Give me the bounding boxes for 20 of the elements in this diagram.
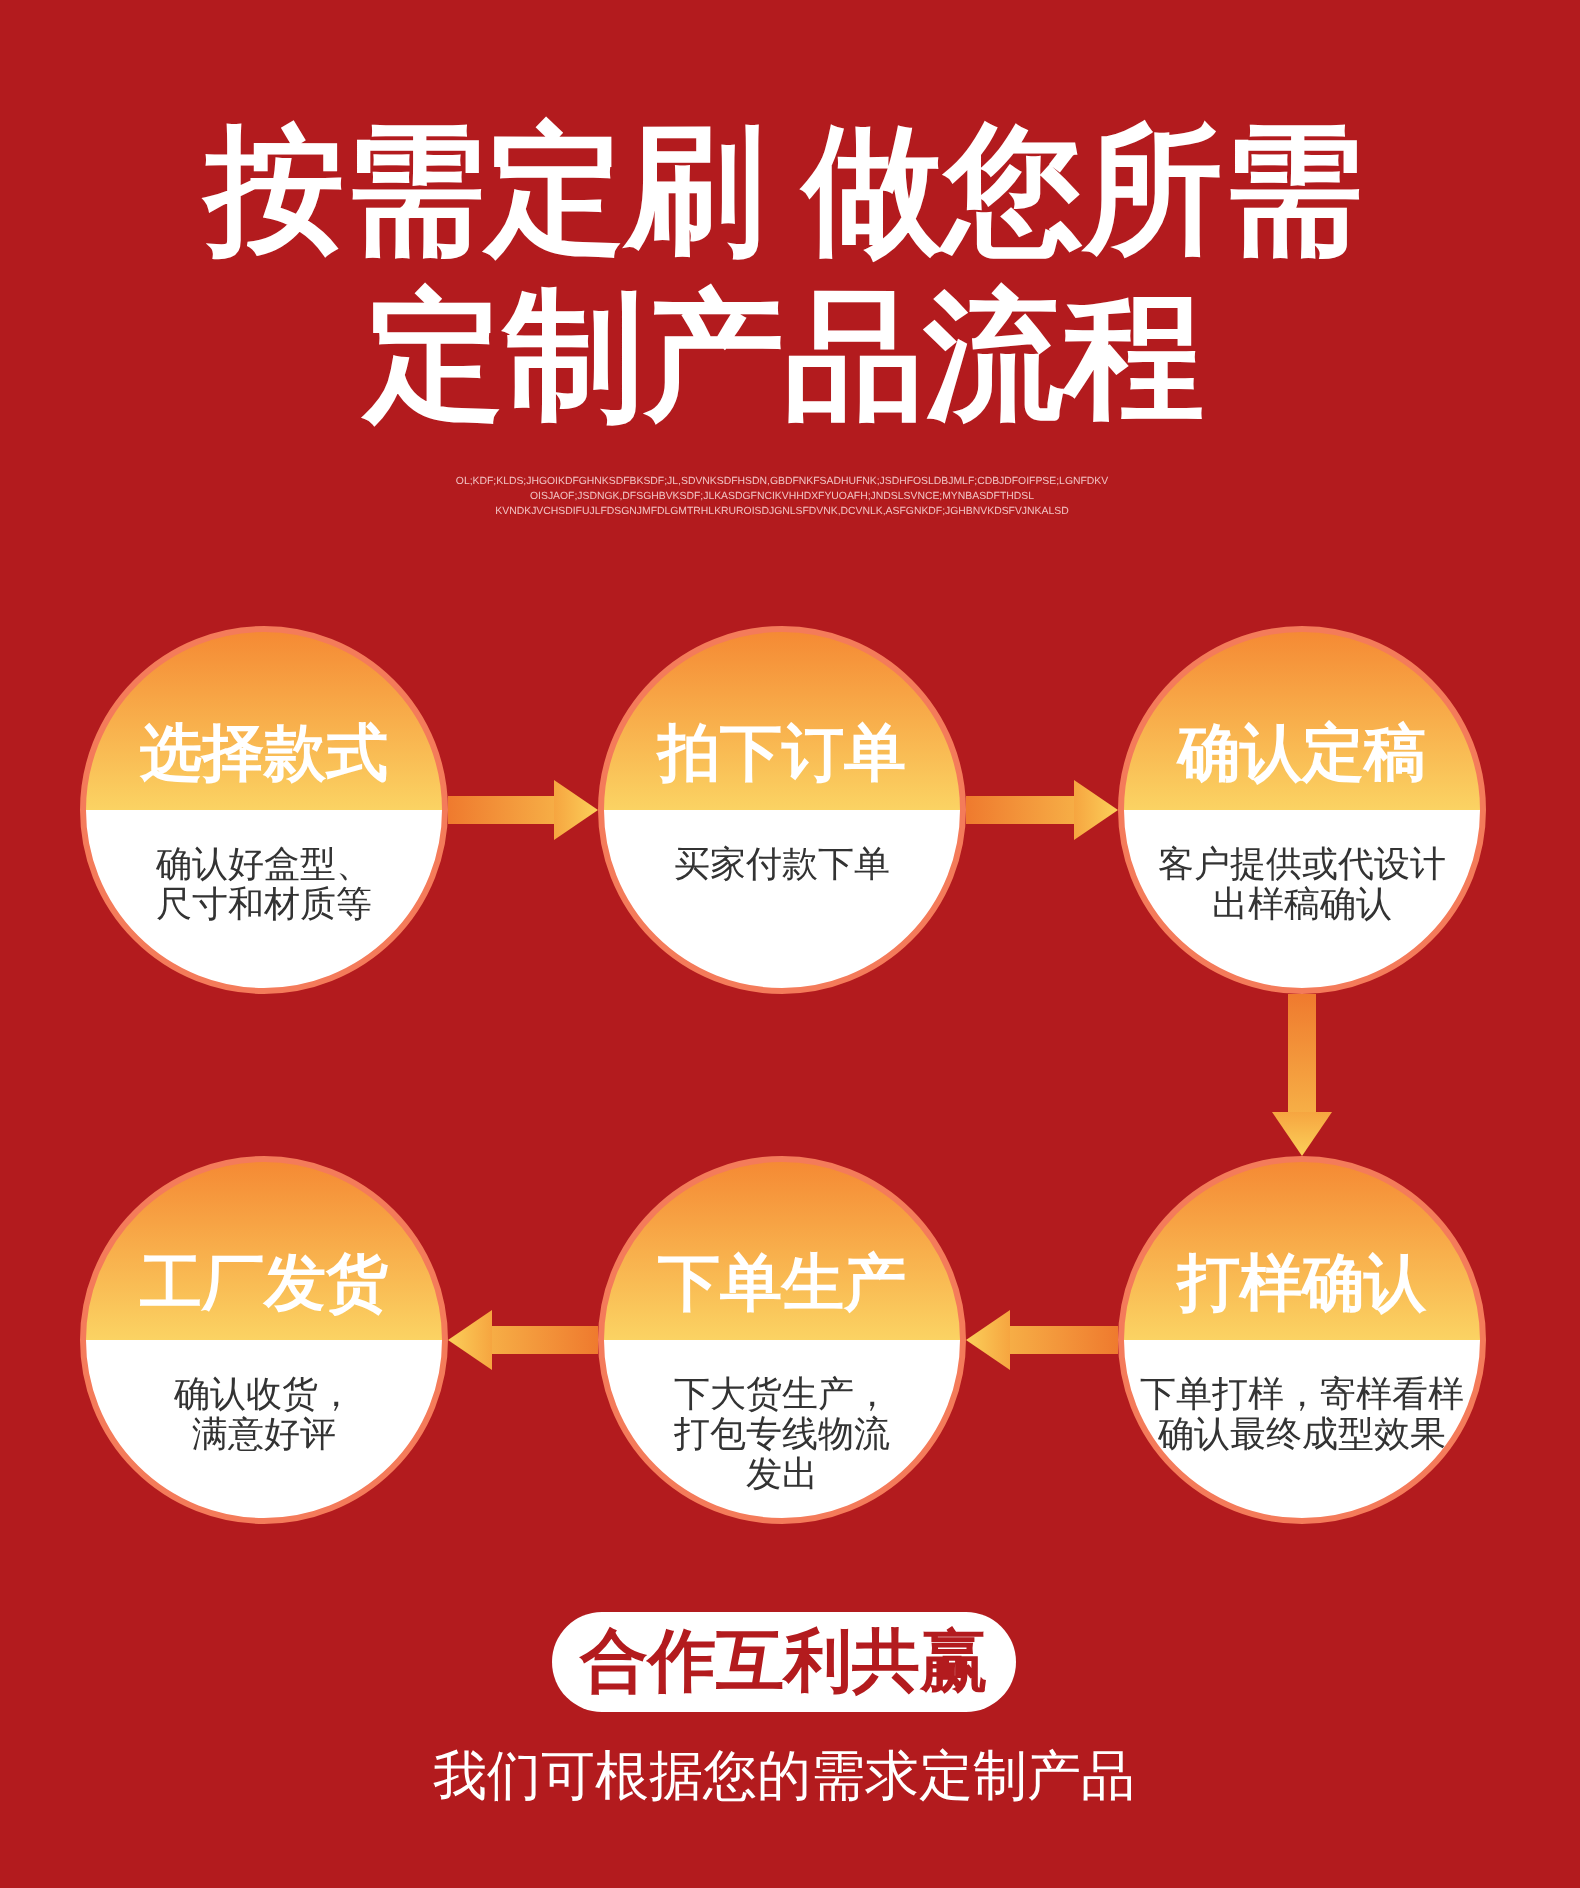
step-description: 确认好盒型、尺寸和材质等 bbox=[154, 844, 374, 924]
step-description: 确认收货，满意好评 bbox=[172, 1374, 356, 1454]
subtitle: 我们可根据您的需求定制产品 bbox=[431, 1744, 1137, 1810]
step-title: 确认定稿 bbox=[1178, 718, 1426, 790]
step-title: 下单生产 bbox=[658, 1248, 906, 1320]
step-description: 下单打样，寄样看样确认最终成型效果 bbox=[1138, 1374, 1466, 1454]
step-title: 拍下订单 bbox=[658, 718, 906, 790]
arrow bbox=[1272, 994, 1332, 1156]
title: 按需定刷 做您所需定制产品流程 bbox=[200, 110, 1366, 438]
step-title: 选择款式 bbox=[140, 718, 388, 790]
arrow bbox=[966, 1310, 1118, 1370]
step-title: 工厂发货 bbox=[140, 1248, 388, 1320]
step-title: 打样确认 bbox=[1178, 1248, 1426, 1320]
step-description: 下大货生产，打包专线物流发出 bbox=[672, 1374, 892, 1494]
step-description: 客户提供或代设计出样稿确认 bbox=[1156, 844, 1448, 924]
arrow bbox=[448, 1310, 598, 1370]
step-description: 买家付款下单 bbox=[672, 844, 892, 884]
slogan-pill: 合作互利共赢 bbox=[552, 1612, 1016, 1712]
arrow bbox=[966, 780, 1118, 840]
arrow bbox=[448, 780, 598, 840]
